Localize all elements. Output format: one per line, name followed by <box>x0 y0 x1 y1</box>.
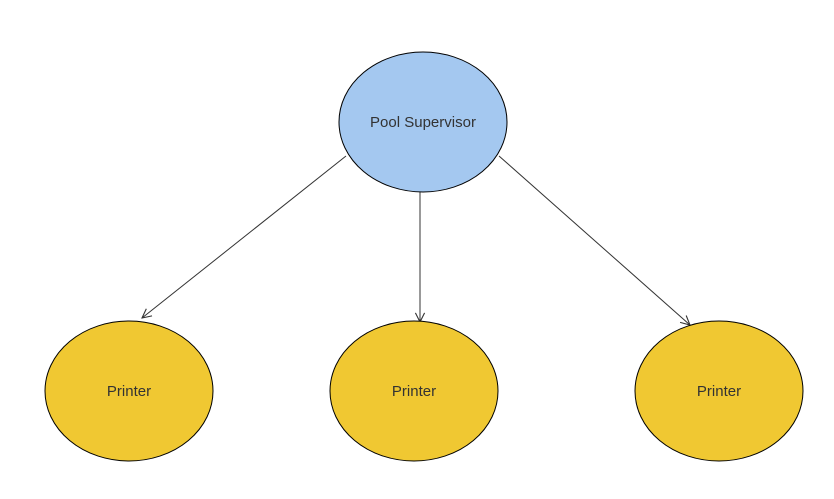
printer-center-ellipse <box>329 320 499 462</box>
printer-left-label: Printer <box>107 383 151 400</box>
pool-supervisor-ellipse <box>338 51 508 193</box>
printer-left-ellipse <box>44 320 214 462</box>
printer-right-ellipse <box>634 320 804 462</box>
printer-node-center[interactable]: Printer <box>329 320 499 462</box>
pool-supervisor-node[interactable]: Pool Supervisor <box>338 51 508 193</box>
printer-center-label: Printer <box>392 383 436 400</box>
edge-supervisor-to-printer-left <box>142 155 347 318</box>
printer-node-right[interactable]: Printer <box>634 320 804 462</box>
edge-supervisor-to-printer-right <box>498 155 690 325</box>
printer-node-left[interactable]: Printer <box>44 320 214 462</box>
printer-right-label: Printer <box>697 383 741 400</box>
pool-supervisor-label: Pool Supervisor <box>370 114 476 131</box>
